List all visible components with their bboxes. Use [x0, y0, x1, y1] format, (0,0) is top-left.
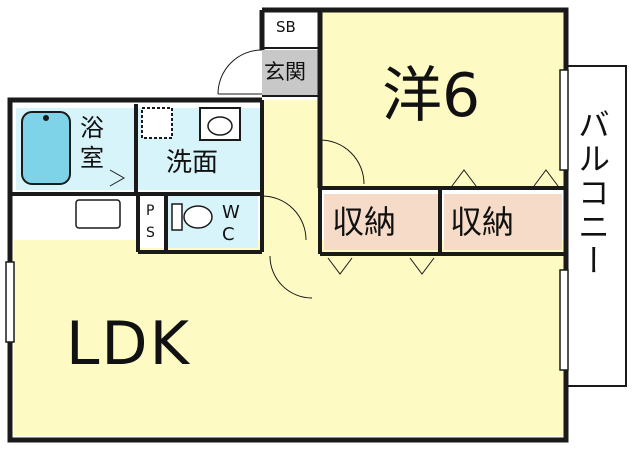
western-floor — [320, 12, 564, 188]
entrance-label: 玄関 — [264, 60, 306, 84]
storage-left-floor — [324, 194, 438, 250]
shoebox-floor — [262, 12, 318, 48]
western-room-label: 洋6 — [382, 61, 481, 131]
shoebox-label: SB — [276, 18, 296, 36]
ps-floor — [140, 196, 166, 248]
ldk-floor — [14, 240, 566, 436]
wc-label-2: C — [222, 224, 235, 245]
storage-left-label: 収納 — [332, 203, 397, 241]
closet-door-marks — [327, 169, 559, 275]
ps-label-1: P — [146, 203, 155, 219]
bathtub-icon — [21, 111, 71, 185]
wc-label-1: W — [222, 202, 240, 223]
storage-right-label: 収納 — [450, 203, 515, 241]
outer-walls — [7, 7, 569, 443]
door-swing-icon — [109, 49, 365, 299]
storage-right-floor — [444, 194, 562, 250]
interior-walls — [12, 47, 566, 256]
kitchen-sink-icon — [75, 199, 121, 229]
toilet-icon — [171, 203, 213, 231]
ldk-label: LDK — [66, 309, 191, 379]
ps-label-2: S — [146, 225, 155, 241]
balcony-label: バルコニー — [573, 108, 611, 278]
hall-floor — [262, 100, 320, 240]
bath-label-1: 浴 — [80, 114, 104, 142]
balcony-area — [565, 65, 627, 387]
washroom-label: 洗面 — [166, 148, 219, 178]
bath-label-2: 室 — [80, 144, 104, 172]
washbasin-icon — [141, 107, 241, 141]
wc-floor — [168, 196, 258, 248]
windows — [5, 69, 569, 371]
entrance-floor — [262, 50, 318, 96]
